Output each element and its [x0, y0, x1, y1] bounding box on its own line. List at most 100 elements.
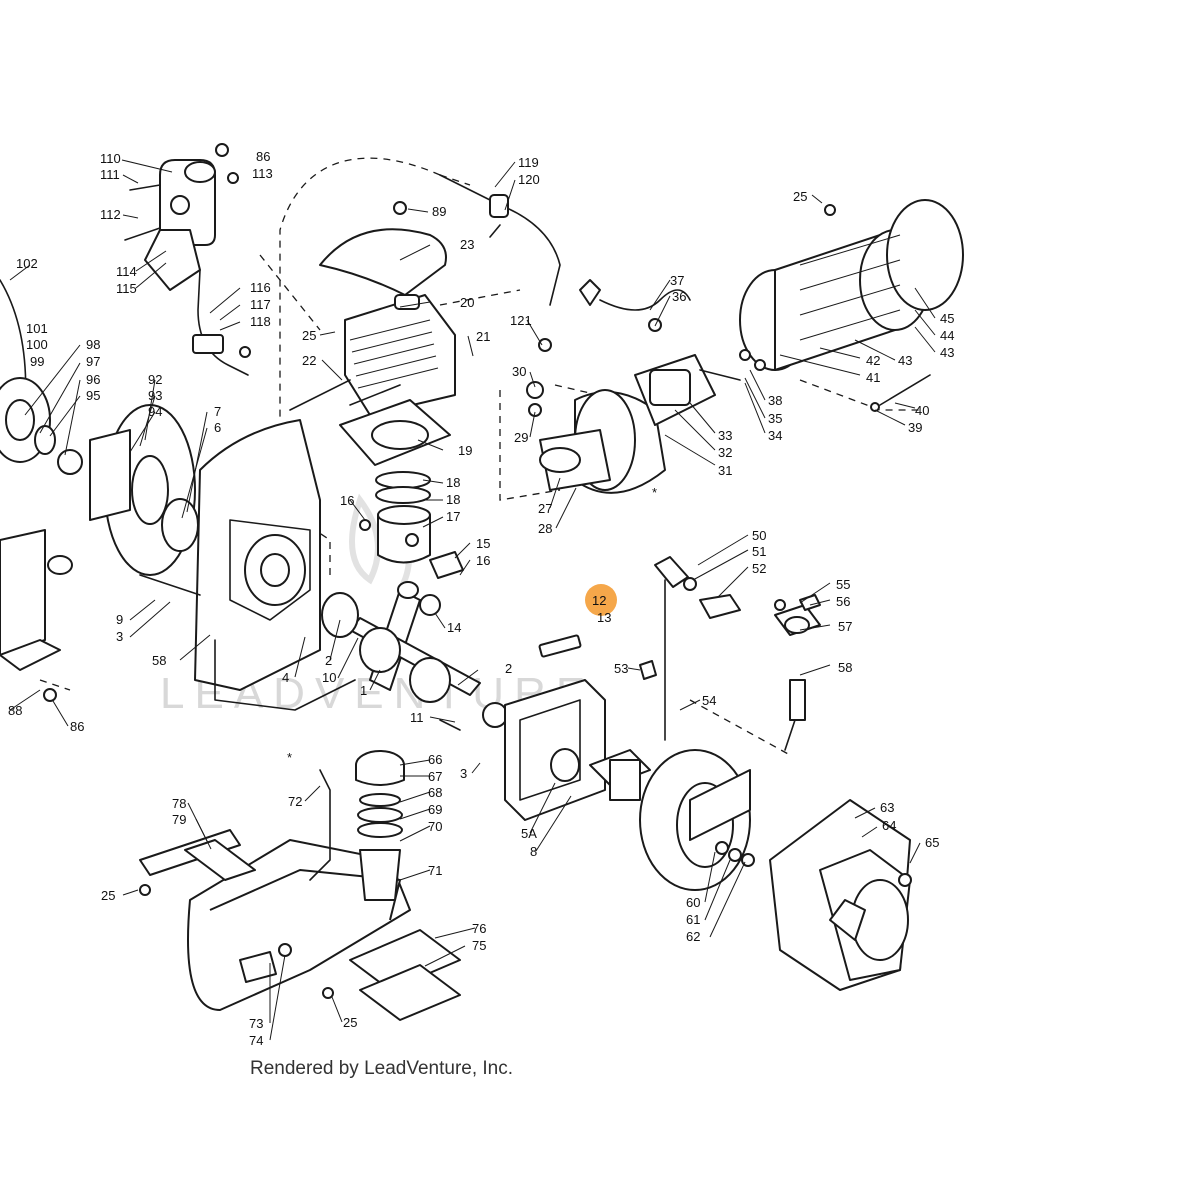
callout-label: 121 — [510, 313, 532, 328]
callout-label: 92 — [148, 372, 162, 387]
callout-label: 11 — [410, 710, 424, 725]
callout-label: 74 — [249, 1033, 263, 1048]
callout-label: 2 — [325, 653, 332, 668]
callout-label: 102 — [16, 256, 38, 271]
callout-label: 89 — [432, 204, 446, 219]
callout-label: 56 — [836, 594, 850, 609]
callout-label: 76 — [472, 921, 486, 936]
callout-label: 60 — [686, 895, 700, 910]
callout-label: 9 — [116, 612, 123, 627]
callout-label: 30 — [512, 364, 526, 379]
callout-label: 101 — [26, 321, 48, 336]
callout-label: 17 — [446, 509, 460, 524]
callout-label: 16 — [340, 493, 354, 508]
callout-label: 93 — [148, 388, 162, 403]
callout-label: 37 — [670, 273, 684, 288]
callout-label: 3 — [116, 629, 123, 644]
callout-label: 3 — [460, 766, 467, 781]
callout-label: 116 — [250, 280, 271, 295]
callout-label: 14 — [447, 620, 461, 635]
callout-label: 50 — [752, 528, 766, 543]
callout-label: 7 — [214, 404, 221, 419]
callout-label: 22 — [302, 353, 316, 368]
callout-label: 95 — [86, 388, 100, 403]
callout-label: 44 — [940, 328, 954, 343]
leader-lines — [9, 159, 936, 1041]
callout-label: 110 — [100, 151, 121, 166]
muffler — [0, 529, 73, 702]
callout-label: 72 — [288, 794, 302, 809]
callout-label: 55 — [836, 577, 850, 592]
callout-label: 99 — [30, 354, 44, 369]
callout-label: 20 — [460, 295, 474, 310]
callout-label: 21 — [476, 329, 490, 344]
callout-label: 63 — [880, 800, 894, 815]
callout-label: 13 — [597, 610, 611, 625]
callout-label: 33 — [718, 428, 732, 443]
callout-label: 10 — [322, 670, 336, 685]
callout-label: 79 — [172, 812, 186, 827]
callout-label: 6 — [214, 420, 221, 435]
callout-label: 38 — [768, 393, 782, 408]
callout-label: 118 — [250, 314, 271, 329]
gear-case — [504, 634, 651, 821]
callout-label: 115 — [116, 281, 137, 296]
callout-label: 43 — [940, 345, 954, 360]
callout-label: 5A — [521, 826, 537, 841]
callout-label: 97 — [86, 354, 100, 369]
callout-label: 42 — [866, 353, 880, 368]
callout-label: 41 — [866, 370, 880, 385]
air-filter — [739, 199, 964, 412]
cylinder-assembly — [289, 201, 456, 466]
callout-label: 45 — [940, 311, 954, 326]
fuel-tank — [139, 750, 461, 1021]
callout-label: 113 — [252, 166, 273, 181]
callout-label: 19 — [458, 443, 472, 458]
callout-label: 120 — [518, 172, 540, 187]
callout-label: 40 — [915, 403, 929, 418]
callout-label: 66 — [428, 752, 442, 767]
callout-label: 88 — [8, 703, 22, 718]
callout-label: 34 — [768, 428, 782, 443]
callout-label: 29 — [514, 430, 528, 445]
callout-label: 86 — [256, 149, 270, 164]
asterisk-mark: * — [287, 750, 292, 765]
callout-label: 78 — [172, 796, 186, 811]
callout-label: 43 — [898, 353, 912, 368]
highlight-marker[interactable] — [585, 584, 617, 616]
callout-label: 51 — [752, 544, 766, 559]
carburetor-airbox — [526, 279, 741, 494]
callout-label: 2 — [505, 661, 512, 676]
callout-label: 8 — [530, 844, 537, 859]
throttle-cable — [439, 174, 561, 352]
callout-label: 36 — [672, 289, 686, 304]
callout-label: 94 — [148, 404, 162, 419]
callouts: 110 111 86 113 112 114 115 116 117 118 1… — [8, 149, 954, 1048]
callout-label: 18 — [446, 475, 460, 490]
callout-label: 4 — [282, 670, 289, 685]
callout-label: 64 — [882, 818, 896, 833]
throttle-housing-assembly — [124, 143, 251, 376]
callout-label: 73 — [249, 1016, 263, 1031]
callout-label: 62 — [686, 929, 700, 944]
callout-label: 39 — [908, 420, 922, 435]
callout-label: 35 — [768, 411, 782, 426]
callout-label: 71 — [428, 863, 442, 878]
crankcase — [139, 419, 356, 711]
footer-credit: Rendered by LeadVenture, Inc. — [250, 1058, 514, 1079]
ignition-assembly — [639, 556, 821, 751]
callout-label: 58 — [152, 653, 166, 668]
callout-label: 18 — [446, 492, 460, 507]
callout-label: 1 — [360, 683, 367, 698]
callout-label: 61 — [686, 912, 700, 927]
callout-label: 111 — [100, 167, 120, 182]
callout-label: 100 — [26, 337, 48, 352]
callout-label: 67 — [428, 769, 442, 784]
dashed-lines — [39, 157, 920, 756]
callout-label: 25 — [101, 888, 115, 903]
callout-label: 117 — [250, 297, 271, 312]
callout-label: 16 — [476, 553, 490, 568]
callout-label: 86 — [70, 719, 84, 734]
callout-label: 31 — [718, 463, 732, 478]
